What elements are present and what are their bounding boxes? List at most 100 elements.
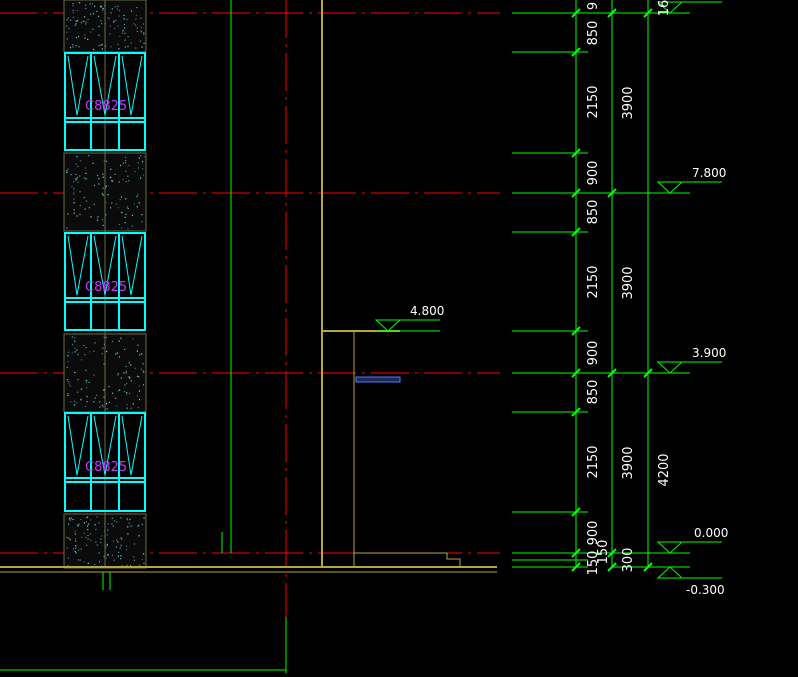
dim-text: 3900: [621, 86, 636, 119]
speckle-dot: [126, 549, 128, 551]
dim-text: 900: [586, 341, 601, 366]
speckle-dot: [93, 203, 95, 205]
speckle-dot: [68, 381, 70, 383]
speckle-dot: [136, 206, 138, 208]
level-label-ground: 0.000: [694, 526, 728, 540]
speckle-dot: [143, 32, 145, 34]
speckle-dot: [91, 3, 93, 5]
speckle-dot: [108, 17, 110, 20]
speckle-dot: [66, 537, 68, 539]
speckle-dot: [67, 394, 69, 397]
speckle-dot: [136, 30, 138, 32]
level-marker: [374, 319, 440, 332]
dim-text: 2150: [586, 85, 601, 118]
speckle-dot: [105, 409, 107, 411]
speckle-dot: [116, 8, 119, 10]
speckle-dot: [114, 173, 116, 175]
speckle-dot: [87, 18, 89, 21]
speckle-dot: [66, 366, 68, 368]
speckle-dot: [138, 390, 140, 392]
speckle-dot: [97, 215, 99, 218]
speckle-dot: [71, 336, 73, 338]
speckle-dot: [93, 184, 95, 187]
speckle-dot: [75, 540, 77, 542]
speckle-dot: [141, 353, 143, 355]
speckle-dot: [137, 194, 139, 196]
speckle-dot: [126, 518, 128, 520]
speckle-dot: [76, 9, 78, 12]
speckle-dot: [85, 369, 87, 371]
speckle-dot: [142, 23, 145, 25]
window-unit: [64, 232, 146, 331]
speckle-dot: [110, 168, 112, 170]
speckle-dot: [143, 33, 145, 35]
speckle-dot: [109, 176, 111, 179]
window-unit: [64, 52, 146, 151]
speckle-dot: [140, 17, 142, 19]
speckle-dot: [75, 23, 77, 25]
speckle-dot: [80, 548, 82, 550]
speckle-dot: [107, 17, 109, 19]
speckle-dot: [102, 347, 104, 349]
speckle-dot: [133, 556, 135, 558]
speckle-dot: [107, 554, 109, 556]
speckle-dot: [90, 31, 92, 33]
speckle-dot: [72, 46, 74, 48]
speckle-dot: [130, 42, 132, 44]
speckle-dot: [135, 18, 137, 20]
speckle-dot: [113, 20, 115, 22]
speckle-dot: [103, 343, 105, 345]
speckle-dot: [124, 32, 126, 34]
speckle-dot: [103, 159, 105, 162]
window-tag: C8825: [85, 280, 127, 295]
speckle-dot: [105, 185, 107, 187]
speckle-dot: [85, 521, 87, 523]
speckle-dot: [115, 353, 117, 355]
speckle-dot: [84, 16, 86, 18]
speckle-dot: [67, 213, 69, 215]
dim-text: 150: [586, 551, 601, 576]
speckle-dot: [118, 181, 120, 183]
speckle-dot: [137, 167, 139, 169]
dim-text: 850: [586, 380, 601, 405]
speckle-dot: [85, 7, 87, 10]
speckle-dot: [85, 23, 87, 25]
speckle-dot: [72, 16, 75, 18]
speckle-dot: [68, 383, 70, 385]
speckle-dot: [124, 27, 126, 29]
speckle-dot: [92, 28, 94, 30]
speckle-dot: [123, 18, 125, 20]
speckle-dot: [92, 13, 95, 15]
speckle-dot: [136, 196, 138, 198]
speckle-dot: [101, 48, 103, 50]
speckle-dot: [67, 557, 69, 559]
speckle-dot: [72, 548, 75, 550]
speckle-dot: [118, 15, 120, 17]
speckle-dot: [106, 350, 108, 353]
speckle-dot: [75, 173, 77, 175]
speckle-dot: [111, 8, 113, 10]
speckle-dot: [126, 564, 128, 566]
speckle-dot: [142, 363, 144, 365]
speckle-dot: [74, 531, 76, 533]
speckle-dot: [80, 518, 82, 521]
speckle-dot: [140, 155, 142, 157]
speckle-dot: [100, 542, 102, 544]
speckle-dot: [126, 407, 128, 409]
speckle-dot: [127, 526, 129, 528]
speckle-dot: [137, 525, 139, 527]
speckle-dot: [78, 35, 80, 38]
speckle-dot: [88, 155, 90, 157]
speckle-dot: [99, 401, 101, 403]
dimension-texts: 9 850 2150 900 850 2150 900 850 2150 900…: [586, 0, 672, 575]
speckle-dot: [125, 371, 127, 373]
speckle-dot: [125, 213, 127, 216]
speckle-dot: [113, 21, 115, 23]
speckle-dot: [138, 202, 140, 204]
dim-text: 3900: [621, 446, 636, 479]
speckle-dot: [125, 170, 127, 172]
speckle-dot: [105, 336, 107, 339]
speckle-dot: [94, 563, 96, 566]
speckle-dot: [66, 171, 68, 173]
